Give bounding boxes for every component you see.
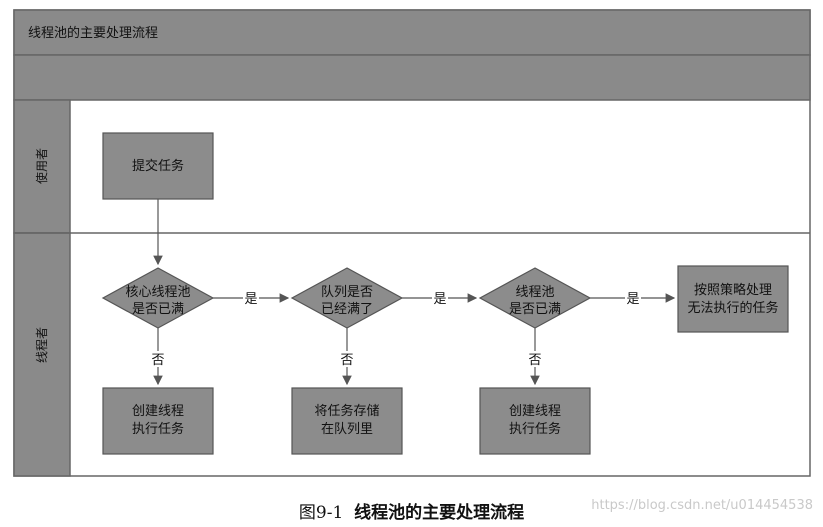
core-pool-full-line2: 是否已满 bbox=[132, 302, 184, 317]
figure-title: 线程池的主要处理流程 bbox=[354, 503, 525, 523]
queue-full-line2: 已经满了 bbox=[321, 302, 373, 317]
lane-label-user: 使用者 bbox=[34, 148, 49, 184]
edge-core-create-no-label: 否 bbox=[151, 353, 164, 368]
edge-pool-reject-yes-label: 是 bbox=[626, 292, 639, 307]
pool-full-line1: 线程池 bbox=[515, 285, 554, 300]
create-thread-1-line2: 执行任务 bbox=[132, 421, 184, 437]
watermark: https://blog.csdn.net/u014454538 bbox=[591, 498, 813, 513]
lane-label-thread: 线程者 bbox=[34, 327, 49, 363]
edge-pool-create-no-label: 否 bbox=[528, 353, 541, 368]
queue-full-line1: 队列是否 bbox=[321, 285, 373, 300]
create-thread-node-2 bbox=[479, 387, 591, 455]
create-thread-1-line1: 创建线程 bbox=[132, 404, 184, 419]
edge-core-queue-yes-label: 是 bbox=[244, 292, 257, 307]
figure-caption: 图9-1 线程池的主要处理流程 bbox=[0, 498, 823, 523]
create-thread-2-line1: 创建线程 bbox=[509, 404, 561, 419]
core-pool-full-line1: 核心线程池 bbox=[125, 285, 190, 300]
reject-policy-line1: 按照策略处理 bbox=[694, 282, 772, 298]
reject-policy-node bbox=[677, 265, 789, 333]
store-queue-line2: 在队列里 bbox=[321, 422, 373, 437]
pool-title: 线程池的主要处理流程 bbox=[28, 25, 158, 41]
edge-queue-pool-yes-label: 是 bbox=[433, 292, 446, 307]
submit-task-node bbox=[102, 132, 214, 200]
submit-task-label: 提交任务 bbox=[132, 158, 184, 174]
pool-header bbox=[13, 9, 811, 56]
figure-number: 图9-1 bbox=[298, 503, 344, 523]
pool-full-line2: 是否已满 bbox=[509, 302, 561, 317]
lane-label-column-2 bbox=[13, 232, 71, 477]
store-queue-line1: 将任务存储 bbox=[314, 403, 379, 419]
reject-policy-line2: 无法执行的任务 bbox=[687, 300, 778, 316]
lane-label-column-1 bbox=[13, 99, 71, 234]
edge-queue-store-no-label: 否 bbox=[340, 353, 353, 368]
create-thread-node-1 bbox=[102, 387, 214, 455]
pool-subheader bbox=[13, 54, 811, 101]
store-queue-node bbox=[291, 387, 403, 455]
create-thread-2-line2: 执行任务 bbox=[509, 421, 561, 437]
